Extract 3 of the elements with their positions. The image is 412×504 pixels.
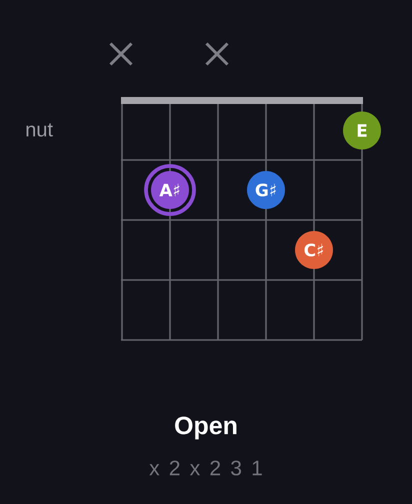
nut-label: nut bbox=[26, 123, 53, 137]
chord-name: Open bbox=[175, 416, 236, 440]
fingering-label: x 2 x 2 3 1 bbox=[149, 460, 262, 476]
